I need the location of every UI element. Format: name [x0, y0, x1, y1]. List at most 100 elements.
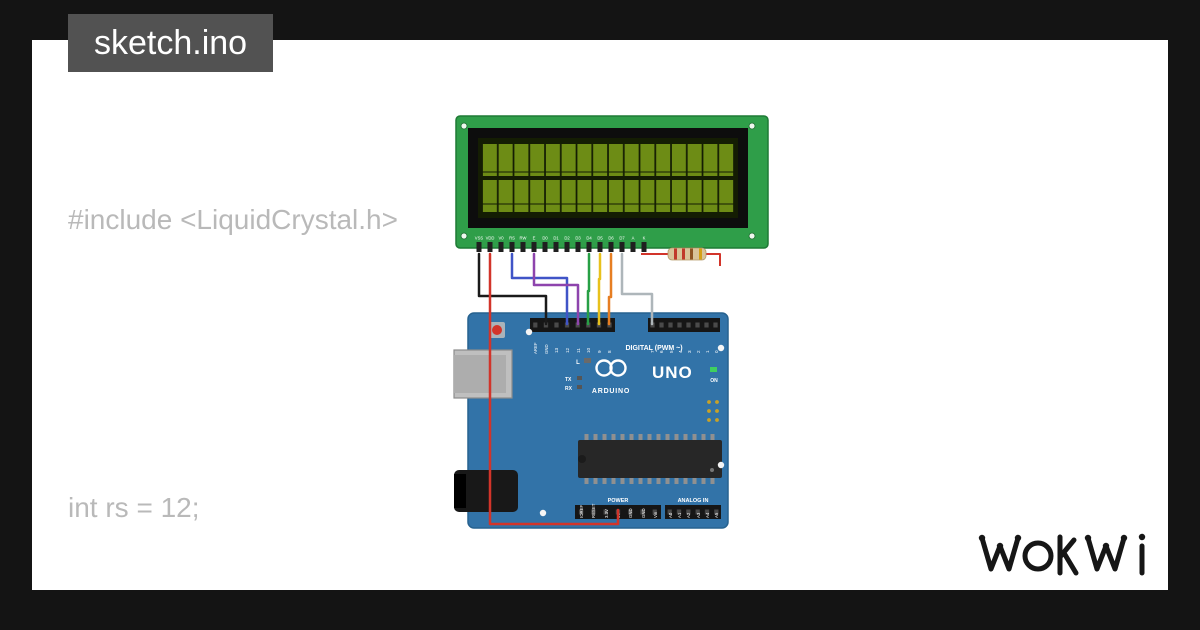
digital-pin-number: 0 — [714, 350, 719, 353]
circuit-diagram: VSS VDD V0 RS RW E D0 D1 D2 D3 D4 D5 D6 … — [453, 115, 769, 529]
digital-pin-number: 13 — [554, 347, 559, 353]
reset-button[interactable] — [492, 325, 502, 335]
digital-header-label: DIGITAL (PWM ~) — [625, 345, 682, 352]
file-tab: sketch.ino — [68, 14, 274, 72]
lcd-pin-label: D5 — [597, 236, 603, 241]
power-pin-label: RESET — [591, 503, 596, 518]
icsp-pin — [715, 418, 719, 422]
analog-pin-label: A5 — [714, 512, 719, 518]
board-mount-hole — [717, 461, 725, 469]
mcu-chip-legs — [582, 478, 718, 484]
code-line: #include <LiquidCrystal.h> — [68, 204, 398, 235]
aref-label: AREF — [533, 342, 538, 354]
wire-blue-rs — [510, 252, 569, 326]
lcd-pin-label: D6 — [608, 236, 614, 241]
analog-pin-label: A0 — [668, 512, 673, 518]
wires — [477, 252, 654, 526]
arduino-model-label: UNO — [652, 363, 693, 382]
lcd-mount-hole — [460, 122, 468, 130]
analog-pin-label: A4 — [705, 512, 710, 518]
lcd-mount-hole — [748, 122, 756, 130]
wokwi-logo — [978, 533, 1146, 576]
power-pin-label: IOREF — [579, 504, 584, 518]
icsp-pin — [707, 400, 711, 404]
wire-green-d4 — [586, 252, 591, 326]
lcd-pin-label: D3 — [575, 236, 581, 241]
rx-led — [577, 385, 582, 389]
content-card: #include <LiquidCrystal.h> int rs = 12; … — [32, 40, 1168, 590]
power-pin-label: 3.3V — [604, 509, 609, 518]
tx-label: TX — [565, 377, 572, 383]
led-l — [584, 358, 591, 363]
digital-pin-number: 10 — [586, 347, 591, 353]
gnd-label: GND — [544, 344, 549, 354]
logo-node-dot — [1120, 534, 1128, 542]
power-pin-label: Vin — [653, 511, 658, 518]
logo-letter-k — [1057, 534, 1079, 576]
tx-led — [577, 376, 582, 380]
lcd-pin-label: E — [533, 236, 536, 241]
wire-black-gnd — [477, 252, 548, 326]
led-l-label: L — [576, 360, 580, 366]
logo-letter-o — [1022, 540, 1054, 572]
resistor-band — [699, 248, 702, 260]
lcd-pin-label: RS — [509, 236, 515, 241]
lcd-pin-number-last: 16 — [652, 256, 657, 261]
arduino-uno-board: AREF GND 13 12 11 10 9 8 7 6 5 4 3 2 1 0… — [453, 312, 729, 529]
logo-node-dot — [1084, 534, 1092, 542]
power-header-label: POWER — [608, 498, 629, 504]
arduino-brand-label: ARDUINO — [592, 388, 630, 395]
digital-pin-number: 1 — [705, 350, 710, 353]
power-jack-opening — [454, 474, 466, 508]
digital-pin-number: 6 — [659, 350, 664, 353]
board-mount-hole — [539, 509, 547, 517]
logo-node-dot — [1138, 533, 1146, 541]
resistor-band — [690, 248, 693, 260]
lcd-pin-label: VDD — [486, 236, 495, 241]
analog-pin-label: A2 — [686, 512, 691, 518]
analog-header-label: ANALOG IN — [678, 498, 709, 504]
lcd-pin-label: K — [643, 236, 646, 241]
rx-label: RX — [565, 386, 573, 392]
icsp-pin — [707, 409, 711, 413]
lcd-pin-label: D4 — [586, 236, 592, 241]
resistor-band — [674, 248, 677, 260]
icsp-pin — [715, 409, 719, 413]
digital-pin-number: 4 — [678, 350, 683, 353]
digital-pin-number: 3 — [687, 350, 692, 353]
mcu-chip-pin1-dot — [710, 468, 714, 472]
lcd-pin-label: D2 — [564, 236, 570, 241]
lcd-pin-label: RW — [520, 236, 527, 241]
lcd-pin-number-first: 1 — [469, 250, 472, 255]
arduino-logo-icon — [609, 359, 627, 377]
usb-connector-inner — [454, 355, 506, 393]
lcd-pin-label: D1 — [553, 236, 559, 241]
digital-pin-number: 12 — [565, 347, 570, 353]
resistor — [641, 247, 721, 266]
lcd-pin-label: A — [632, 236, 635, 241]
lcd-mount-hole — [748, 232, 756, 240]
logo-node-dot — [996, 542, 1004, 550]
wire-gray-d7 — [620, 252, 654, 326]
logo-letter-w — [1085, 535, 1127, 572]
wire-red-5v — [488, 252, 620, 526]
power-pin-label: GND — [641, 508, 646, 518]
digital-pin-number: 11 — [576, 348, 581, 353]
board-mount-hole — [525, 328, 533, 336]
wire-purple-e — [532, 252, 580, 326]
lcd-pin-label: V0 — [498, 236, 504, 241]
digital-pin-number: 9 — [597, 350, 602, 353]
lcd-char-row — [482, 144, 734, 176]
wire-orange-d6 — [607, 252, 613, 326]
on-label: ON — [710, 378, 718, 384]
lcd-pin-label: VSS — [475, 236, 484, 241]
mcu-chip — [578, 440, 722, 478]
lcd-pin-pads — [473, 242, 650, 252]
analog-header-holes — [665, 505, 721, 519]
code-line: int rs = 12; — [68, 492, 200, 523]
icsp-pin — [715, 400, 719, 404]
mcu-chip-notch — [578, 455, 586, 463]
analog-pin-label: A1 — [677, 512, 682, 518]
board-mount-hole — [717, 344, 725, 352]
